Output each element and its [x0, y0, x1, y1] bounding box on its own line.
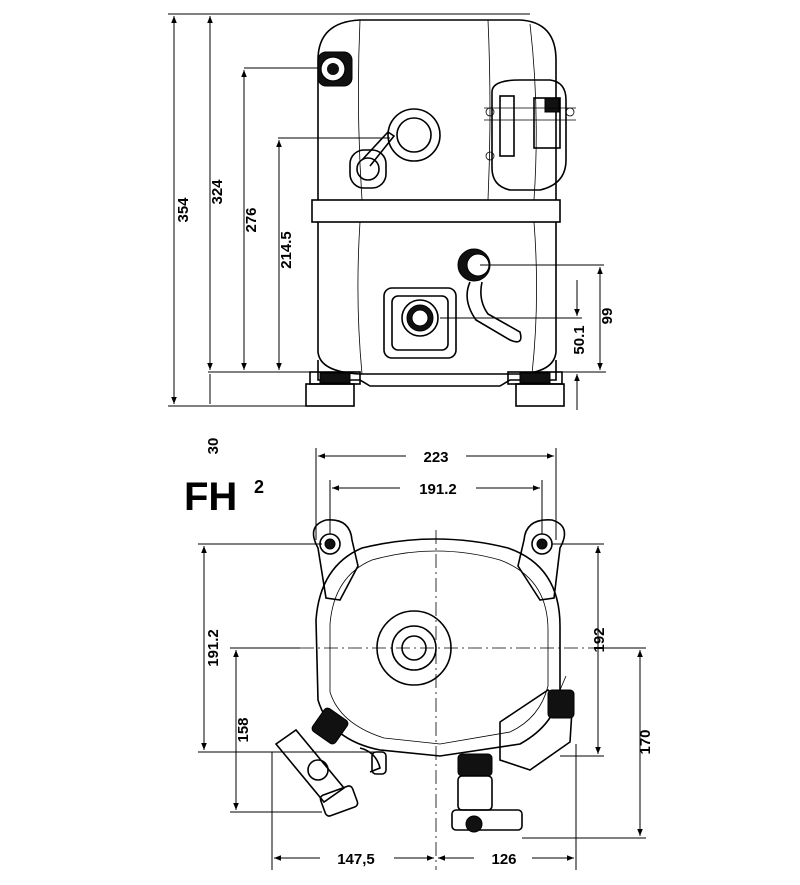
shell-band [311, 199, 561, 223]
dim-mid-fitting: 214.5 [278, 231, 295, 269]
dim-upper-fitting: 276 [243, 207, 260, 232]
dim-right-fitting-offset: 170 [637, 729, 654, 754]
foot-left-icon [305, 371, 361, 407]
terminal-housing-icon [499, 675, 575, 771]
dim-foot-height: 30 [205, 438, 222, 455]
dim-left-fitting-offset: 158 [235, 717, 252, 742]
top-shell [315, 538, 561, 757]
terminal-box-icon [484, 79, 576, 191]
dim-left-fitting-x: 147,5 [337, 851, 375, 868]
dim-mount-spacing-x: 191.2 [419, 481, 457, 498]
mount-ear-right [517, 519, 566, 601]
dim-lower-fitting: 99 [599, 308, 616, 325]
model-superscript: 2 [254, 477, 264, 497]
dim-overall-width: 223 [423, 449, 448, 466]
dim-bottom-fitting: 50.1 [571, 325, 588, 354]
model-label: FH 2 [184, 475, 264, 519]
top-fitting-icon [317, 51, 353, 87]
model-name: FH [184, 475, 237, 519]
dim-mount-spacing-y-right: 192 [591, 627, 608, 652]
dim-right-fitting-x: 126 [491, 851, 516, 868]
process-port-icon [383, 287, 457, 359]
foot-right-icon [507, 371, 565, 407]
side-view: 354 324 276 214.5 30 99 50.1 [168, 13, 616, 455]
mount-ear-left [312, 519, 359, 601]
discharge-valve-icon [451, 753, 523, 833]
shell-lower [317, 222, 557, 375]
dim-top-height: 324 [209, 179, 226, 205]
shell-upper [317, 19, 557, 200]
dim-total-height: 354 [175, 197, 192, 223]
dim-mount-spacing-y-left: 191.2 [205, 629, 222, 667]
suction-tube-icon [349, 130, 396, 189]
suction-valve-icon [274, 707, 387, 817]
top-view: 223 191.2 191.2 158 192 170 147,5 126 [198, 448, 654, 870]
discharge-fitting-icon [457, 248, 522, 343]
